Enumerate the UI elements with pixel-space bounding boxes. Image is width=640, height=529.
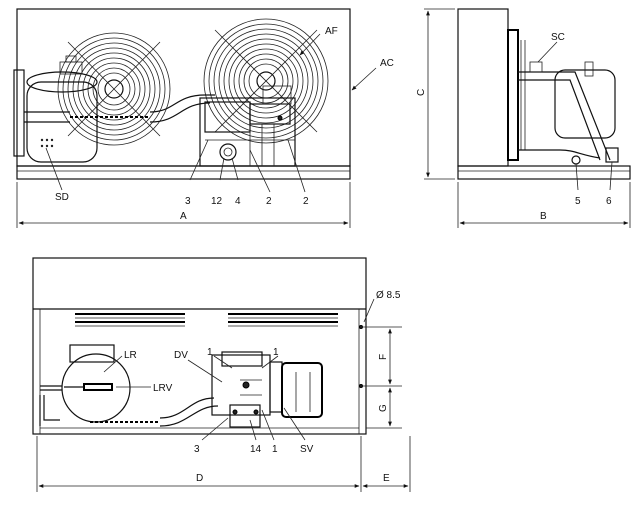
leader-lr — [103, 355, 123, 373]
label-1b: 1 — [273, 347, 279, 358]
label-lr: LR — [124, 350, 137, 361]
dimension-g-label: G — [378, 404, 389, 412]
leader-1c — [261, 409, 275, 441]
label-af: AF — [325, 26, 338, 37]
front-view: AF AC SD 3 12 4 2 2 A — [13, 8, 394, 228]
side-panel — [457, 8, 509, 167]
leader-sc — [537, 41, 558, 63]
label-2b: 2 — [303, 196, 309, 207]
front-pipe-lower — [149, 102, 211, 123]
dimension-b-label: B — [540, 211, 547, 222]
label-sd: SD — [55, 192, 69, 203]
leader-hole — [363, 298, 375, 323]
label-1c: 1 — [272, 444, 278, 455]
leader-dv — [187, 359, 223, 383]
front-compressor — [199, 85, 296, 167]
label-2a: 2 — [266, 196, 272, 207]
label-lrv: LRV — [153, 383, 173, 394]
side-coil — [507, 29, 526, 161]
dimension-d-label: D — [196, 473, 203, 484]
label-4: 4 — [235, 196, 241, 207]
leader-14 — [249, 419, 257, 441]
label-12: 12 — [211, 196, 223, 207]
label-sc: SC — [551, 32, 565, 43]
leader-2a — [249, 149, 271, 193]
top-receiver — [61, 344, 131, 423]
front-receiver — [13, 55, 98, 163]
label-hole: Ø 8.5 — [376, 290, 401, 301]
leader-6 — [609, 161, 613, 191]
front-back-panel — [16, 8, 351, 167]
leader-sv — [283, 407, 306, 441]
leader-4 — [231, 157, 239, 181]
leader-1a — [213, 355, 233, 369]
top-compressor — [211, 351, 323, 428]
front-base-frame — [16, 165, 351, 180]
dimension-e-label: E — [383, 473, 390, 484]
side-valve-5 — [571, 155, 581, 165]
fan-guard-right — [203, 18, 329, 144]
label-3: 3 — [185, 196, 191, 207]
dimension-a-label: A — [180, 211, 187, 222]
top-grille-right — [228, 313, 338, 327]
label-6: 6 — [606, 196, 612, 207]
side-bottom-pipe — [518, 149, 601, 159]
label-1a: 1 — [207, 347, 213, 358]
leader-3 — [189, 139, 209, 181]
label-ac: AC — [380, 58, 394, 69]
leader-1b — [261, 355, 279, 369]
label-dv: DV — [174, 350, 188, 361]
label-sv: SV — [300, 444, 314, 455]
top-view: LR LRV DV 1 1 3 14 1 SV Ø 8.5 F G D E — [32, 257, 411, 492]
label-3-top: 3 — [194, 444, 200, 455]
dimension-f-label: F — [378, 354, 389, 360]
dimension-c-label: C — [416, 89, 427, 96]
side-view: SC 5 6 C B — [416, 8, 631, 228]
leader-af — [299, 33, 321, 56]
leader-3-top — [201, 417, 229, 441]
fan-guard-left — [57, 32, 171, 146]
front-pipe — [149, 94, 215, 113]
leader-5 — [575, 163, 579, 191]
side-pipe — [518, 71, 611, 161]
top-grille-left — [75, 313, 185, 327]
side-clamp — [529, 61, 543, 73]
leader-sd — [45, 147, 63, 191]
side-base-frame — [457, 165, 631, 180]
side-pipe-2 — [518, 79, 601, 161]
leader-ac — [351, 67, 377, 91]
label-14: 14 — [250, 444, 262, 455]
label-5: 5 — [575, 196, 581, 207]
top-outline — [32, 257, 367, 435]
leader-2b — [287, 139, 306, 193]
leader-12 — [219, 157, 225, 181]
